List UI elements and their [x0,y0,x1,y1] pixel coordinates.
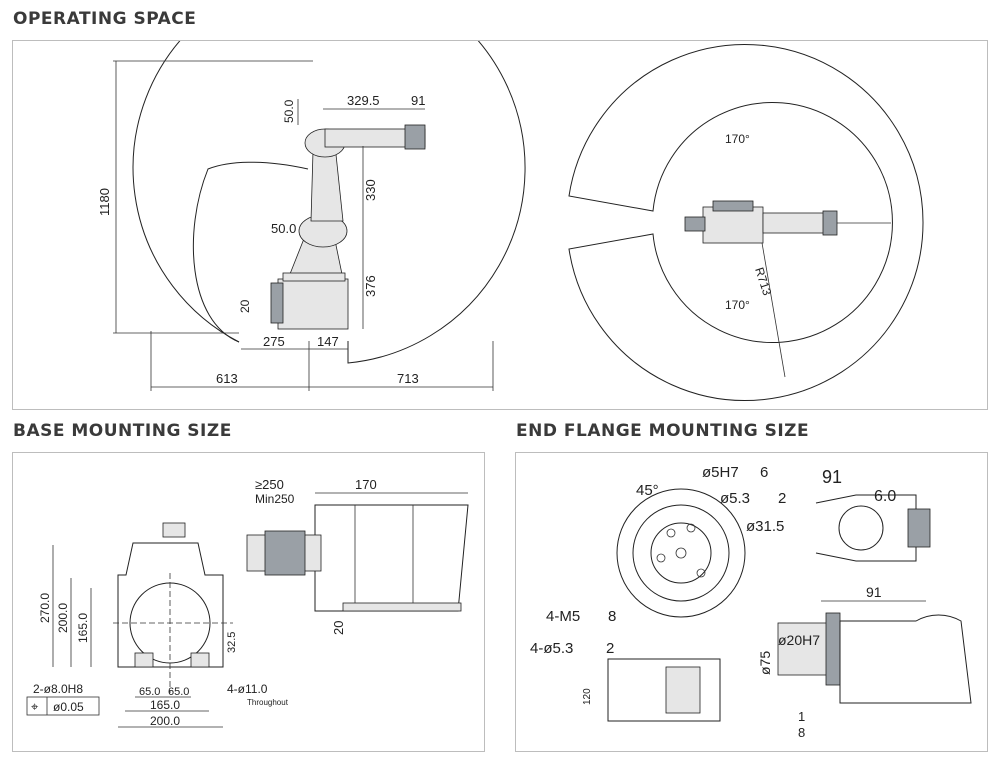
flange-face [616,488,746,618]
flange-h1-depth: 6 [760,464,768,481]
flange-dim-1: 1 [798,709,805,724]
base-dim-65a: 65.0 [139,686,160,698]
base-dim-20: 20 [331,621,346,635]
base-dim-32: 32.5 [226,632,238,653]
dim-713: 713 [397,371,419,386]
base-mounting-drawing: 270.0 200.0 165.0 32.5 2-ø8.0H8 ⌖ ø0.05 … [26,477,469,728]
dim-376: 376 [363,275,378,297]
dim-147: 147 [317,334,339,349]
dim-275: 275 [263,334,285,349]
flange-dim-45: 45° [636,482,659,499]
flange-dim-91a: 91 [822,467,842,487]
wrist-section-view [777,612,972,704]
flange-h2-depth: 2 [778,490,786,507]
flange-h3-depth: 2 [606,640,614,657]
base-mounting-title: BASE MOUNTING SIZE [13,421,232,441]
flange-dim-6: 6.0 [874,488,896,505]
flange-dim-120: 120 [582,688,593,705]
flange-m5-depth: 8 [608,608,616,625]
operating-space-drawing: 1180 50.0 329.5 91 330 50.0 376 20 275 1… [97,41,924,401]
base-dim-250: ≥250 [255,477,284,492]
side-envelope-inner [192,161,309,343]
base-dim-200v: 200.0 [56,603,70,633]
dim-50a: 50.0 [282,99,296,123]
dim-20: 20 [238,299,252,313]
base-dim-65b: 65.0 [168,686,189,698]
wrist-top-view [815,494,931,562]
flange-d20h7: ø20H7 [778,632,820,648]
side-envelope-outer [132,41,526,364]
top-angle-lower: 170° [725,298,750,312]
dim-613: 613 [216,371,238,386]
base-dim-170: 170 [355,477,377,492]
base-hole2-note: Throughout [247,698,289,707]
flange-h1: ø5H7 [702,464,739,481]
flange-d315: ø31.5 [746,518,784,535]
base-plate [113,522,233,693]
base-dim-165h: 165.0 [150,698,180,712]
dim-330: 330 [363,179,378,201]
end-flange-title: END FLANGE MOUNTING SIZE [516,421,810,441]
base-dim-200h: 200.0 [150,714,180,728]
base-hole1: 2-ø8.0H8 [33,682,83,696]
flange-d75: ø75 [757,651,773,675]
base-side-view [246,504,469,612]
dim-1180: 1180 [97,188,112,216]
end-flange-drawing: 45° ø5H7 6 ø5.3 2 ø31.5 4-M5 8 4-ø5.3 2 … [530,464,972,740]
base-dim-270: 270.0 [38,593,52,623]
dim-91: 91 [411,93,425,108]
dim-329: 329.5 [347,93,380,108]
top-angle-upper: 170° [725,132,750,146]
top-radius: R713 [752,266,774,298]
tolerance-symbol-icon: ⌖ [31,699,39,714]
flange-m5: 4-M5 [546,608,580,625]
operating-space-panel: 1180 50.0 329.5 91 330 50.0 376 20 275 1… [12,40,988,410]
base-min250: Min250 [255,492,295,506]
flange-h3: 4-ø5.3 [530,640,573,657]
flange-h2: ø5.3 [720,490,750,507]
wrist-side-view [607,658,721,722]
base-hole2: 4-ø11.0 [227,682,268,696]
top-envelope [568,44,924,401]
end-flange-panel: 45° ø5H7 6 ø5.3 2 ø31.5 4-M5 8 4-ø5.3 2 … [515,452,988,752]
flange-dim-91b: 91 [866,584,882,600]
base-tolerance: ø0.05 [53,700,84,714]
flange-dim-8: 8 [798,725,805,740]
base-mounting-panel: 270.0 200.0 165.0 32.5 2-ø8.0H8 ⌖ ø0.05 … [12,452,485,752]
robot-side-view [270,124,426,330]
robot-top-view [684,200,838,244]
dim-50b: 50.0 [271,221,296,236]
base-dim-165v: 165.0 [76,613,90,643]
operating-space-title: OPERATING SPACE [13,9,197,29]
